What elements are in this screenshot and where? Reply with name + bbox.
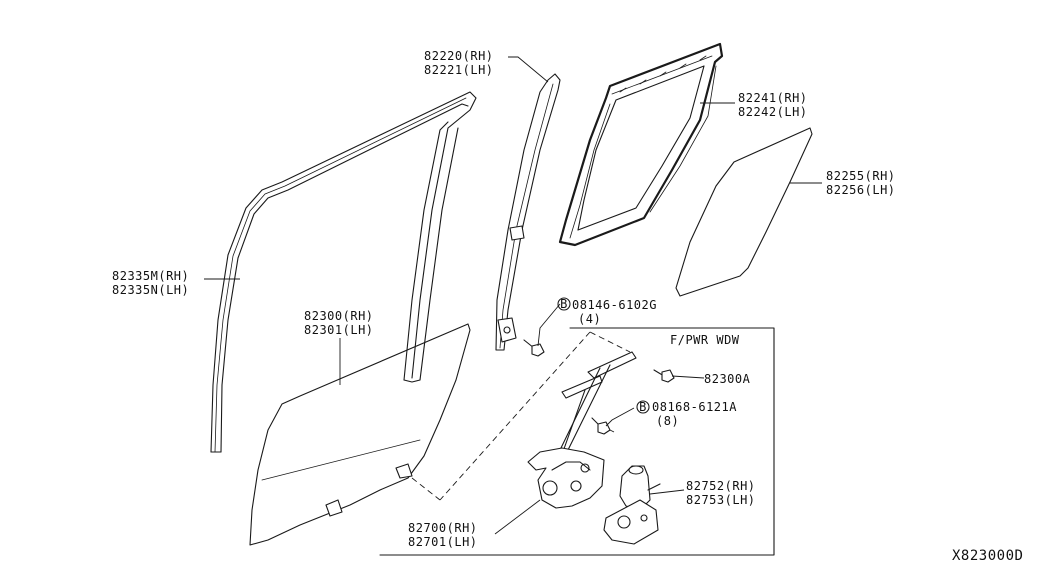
label-82335m: 82335M(RH) xyxy=(112,269,189,283)
door-glass-82300[interactable] xyxy=(249,323,471,546)
glass-to-regulator-leader xyxy=(411,477,441,501)
label-bolt1-code: 08146-6102G xyxy=(572,298,657,312)
label-82256: 82256(LH) xyxy=(826,183,896,197)
label-82753: 82753(LH) xyxy=(686,493,756,507)
bolt-marker-1: B xyxy=(557,297,571,311)
label-82700: 82700(RH) xyxy=(408,521,478,535)
label-82300: 82300(RH) xyxy=(304,309,374,323)
label-82221: 82221(LH) xyxy=(424,63,494,77)
bolt-08146[interactable] xyxy=(523,339,545,357)
label-82752: 82752(RH) xyxy=(686,479,756,493)
bolt-82300a[interactable] xyxy=(653,369,675,383)
label-82300a: 82300A xyxy=(704,372,751,386)
division-bar-82220[interactable] xyxy=(495,73,561,351)
svg-text:B: B xyxy=(639,400,647,414)
leader-lines xyxy=(204,56,822,535)
inset-box-title: F/PWR WDW xyxy=(670,333,740,347)
bolt-08168[interactable] xyxy=(591,417,611,435)
window-motor-82752[interactable] xyxy=(603,465,661,545)
svg-text:B: B xyxy=(560,297,568,311)
label-82242: 82242(LH) xyxy=(738,105,808,119)
label-82220: 82220(RH) xyxy=(424,49,494,63)
door-run-channel-82335[interactable] xyxy=(210,91,477,453)
power-window-inset-box xyxy=(379,327,775,556)
label-82701: 82701(LH) xyxy=(408,535,478,549)
label-82301: 82301(LH) xyxy=(304,323,374,337)
diagram-code: X823000D xyxy=(952,548,1023,564)
label-bolt1-qty: (4) xyxy=(578,312,601,326)
box-dashed-border xyxy=(439,331,591,501)
glass-run-rubber-82241[interactable] xyxy=(558,42,724,247)
window-regulator-82700[interactable] xyxy=(527,351,637,509)
label-bolt2-code: 08168-6121A xyxy=(652,400,737,414)
bolt-leader-dash xyxy=(589,331,631,353)
quarter-glass-82255[interactable] xyxy=(675,127,813,297)
label-bolt2-qty: (8) xyxy=(656,414,679,428)
label-82255: 82255(RH) xyxy=(826,169,896,183)
bolt-marker-2: B xyxy=(636,400,650,414)
label-82335n: 82335N(LH) xyxy=(112,283,189,297)
label-82241: 82241(RH) xyxy=(738,91,808,105)
